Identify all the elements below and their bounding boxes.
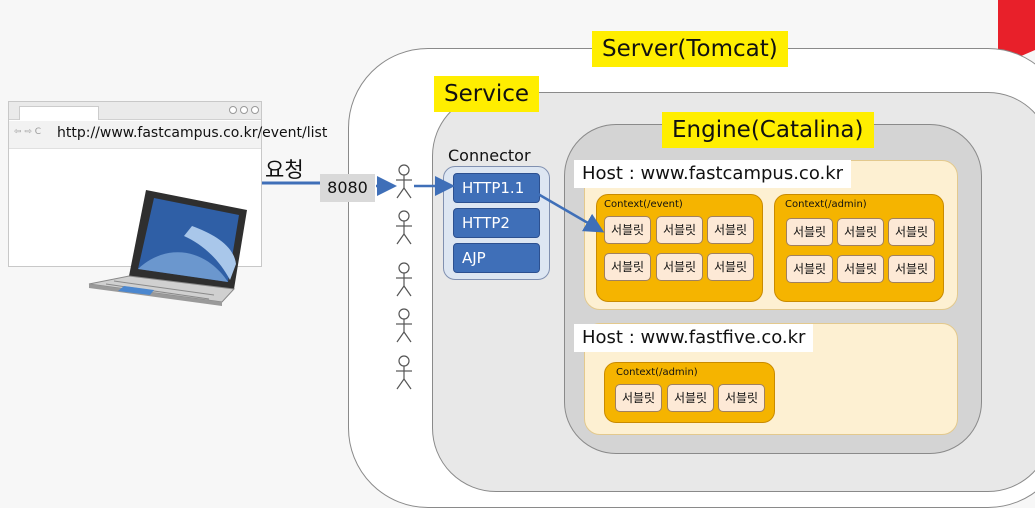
servlet: 서블릿 (656, 253, 703, 281)
context-admin-label: Context(/admin) (785, 199, 867, 210)
host-fastcampus-label: Host : www.fastcampus.co.kr (574, 160, 852, 188)
request-label: 요청 (265, 158, 304, 182)
servlet: 서블릿 (888, 218, 935, 246)
context-event: Context(/event) 서블릿 서블릿 서블릿 서블릿 서블릿 서블릿 (596, 194, 763, 302)
servlet: 서블릿 (656, 216, 703, 244)
connector-label: Connector (448, 146, 531, 165)
servlet: 서블릿 (837, 255, 884, 283)
browser-address-bar: ⇦ ⇨ C http://www.fastcampus.co.kr/event/… (9, 121, 327, 149)
servlet: 서블릿 (707, 253, 754, 281)
laptop-icon (88, 190, 247, 306)
servlet: 서블릿 (667, 384, 714, 412)
protocol-http2: HTTP2 (453, 208, 540, 238)
server-label: Server(Tomcat) (592, 31, 788, 67)
servlet: 서블릿 (718, 384, 765, 412)
servlet: 서블릿 (888, 255, 935, 283)
port-label: 8080 (320, 174, 375, 202)
browser-url: http://www.fastcampus.co.kr/event/list (57, 125, 328, 141)
browser-nav-icons: ⇦ ⇨ C (14, 127, 42, 137)
browser-tab (19, 106, 99, 120)
servlet: 서블릿 (786, 218, 833, 246)
servlet: 서블릿 (615, 384, 662, 412)
context-event-label: Context(/event) (604, 199, 683, 210)
context-admin-fastfive-label: Context(/admin) (616, 367, 698, 378)
protocol-http11: HTTP1.1 (453, 173, 540, 203)
connectors-layer (262, 164, 605, 390)
servlet: 서블릿 (786, 255, 833, 283)
servlet: 서블릿 (604, 216, 651, 244)
context-admin: Context(/admin) 서블릿 서블릿 서블릿 서블릿 서블릿 서블릿 (774, 194, 944, 302)
servlet: 서블릿 (837, 218, 884, 246)
servlet: 서블릿 (707, 216, 754, 244)
window-button-icon (229, 106, 237, 114)
connector-container: HTTP1.1 HTTP2 AJP (443, 166, 550, 280)
browser-titlebar (9, 102, 261, 120)
servlet: 서블릿 (604, 253, 651, 281)
context-admin-fastfive: Context(/admin) 서블릿 서블릿 서블릿 (604, 362, 775, 423)
window-button-icon (251, 106, 259, 114)
protocol-ajp: AJP (453, 243, 540, 273)
host-fastfive-label: Host : www.fastfive.co.kr (574, 324, 814, 352)
window-button-icon (240, 106, 248, 114)
engine-label: Engine(Catalina) (662, 112, 874, 148)
thread-figures-icon (396, 164, 412, 390)
http-to-context-arrow (537, 192, 605, 233)
service-label: Service (434, 76, 540, 112)
